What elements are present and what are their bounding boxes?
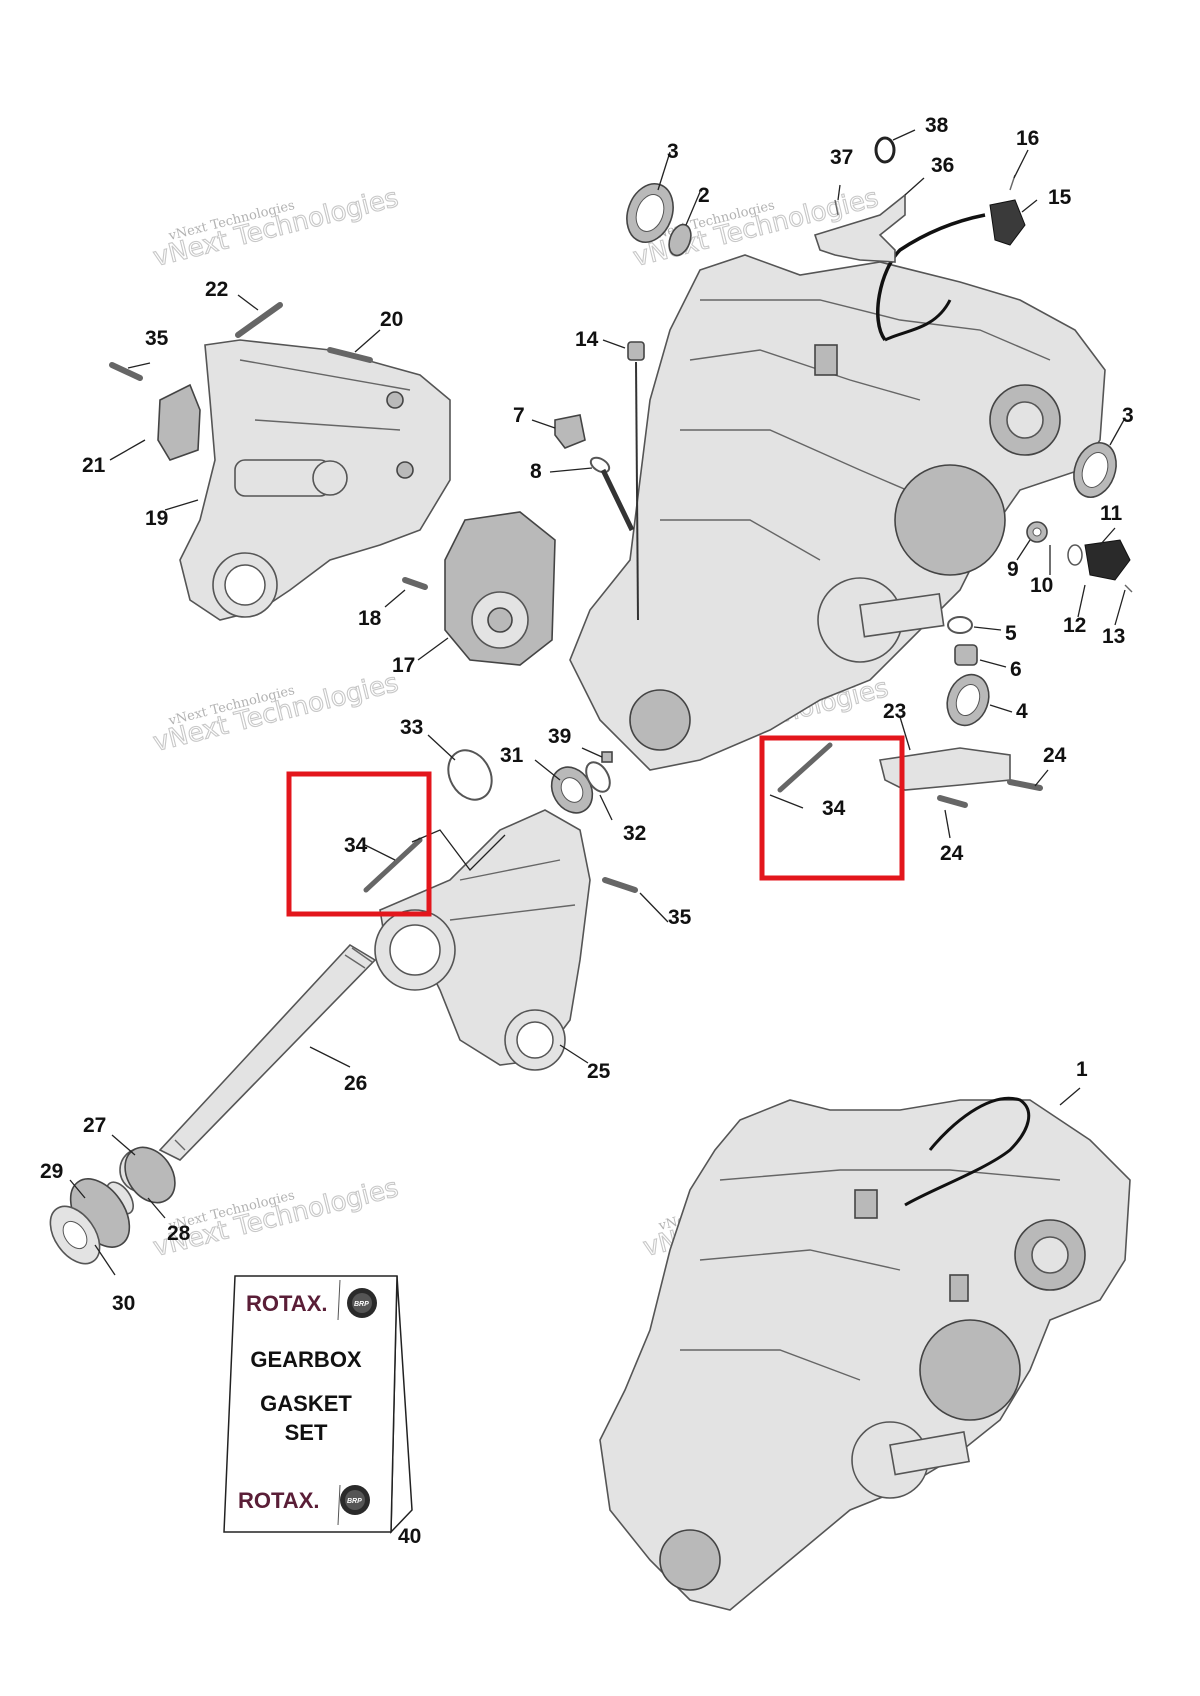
callout-7: 7 [513, 404, 525, 427]
highlight-box-left [286, 771, 432, 917]
callout-28: 28 [167, 1222, 191, 1245]
callout-2: 2 [698, 184, 710, 207]
callout-22: 22 [205, 278, 228, 301]
callout-35: 35 [668, 906, 692, 929]
callout-10: 10 [1030, 574, 1053, 597]
callout-34: 34 [344, 834, 368, 857]
callout-24: 24 [1043, 744, 1067, 767]
callout-9: 9 [1007, 558, 1019, 581]
callout-21: 21 [82, 454, 106, 477]
callout-33: 33 [400, 716, 423, 739]
callout-20: 20 [380, 308, 403, 331]
gearbox-assembly [599, 1096, 1131, 1611]
callout-27: 27 [83, 1114, 106, 1137]
callout-26: 26 [344, 1072, 367, 1095]
callout-15: 15 [1048, 186, 1072, 209]
callout-6: 6 [1010, 658, 1022, 681]
callout-23: 23 [883, 700, 906, 723]
callout-36: 36 [931, 154, 954, 177]
callout-numbers: 1 2 3 3 4 5 6 7 8 9 10 11 12 13 14 15 16… [40, 114, 1134, 1548]
callout-12: 12 [1063, 614, 1086, 637]
callout-35: 35 [145, 327, 169, 350]
callout-29: 29 [40, 1160, 63, 1183]
callout-30: 30 [112, 1292, 135, 1315]
callout-24: 24 [940, 842, 964, 865]
callout-37: 37 [830, 146, 853, 169]
callout-11: 11 [1100, 502, 1123, 525]
brp-badge-text: BRP [354, 1301, 369, 1308]
callout-39: 39 [548, 725, 571, 748]
callout-3: 3 [667, 140, 679, 163]
brp-badge-text: BRP [347, 1498, 362, 1505]
callout-34: 34 [822, 797, 846, 820]
callout-16: 16 [1016, 127, 1039, 150]
highlight-box-right [759, 735, 905, 881]
transfer-case [374, 809, 591, 1071]
callout-1: 1 [1076, 1058, 1088, 1081]
callout-25: 25 [587, 1060, 611, 1083]
callout-14: 14 [575, 328, 599, 351]
bearing-and-washers [49, 1146, 176, 1265]
callout-5: 5 [1005, 622, 1017, 645]
rotax-logo-top: ROTAX. [246, 1291, 327, 1316]
engine-mount-bracket [179, 339, 451, 621]
callout-18: 18 [358, 607, 382, 630]
gearbox-housing-exploded [569, 213, 1106, 771]
callout-4: 4 [1016, 700, 1028, 723]
gasket-kit-card: ROTAX. BRP GEARBOX GASKET SET ROTAX. BRP [223, 1275, 413, 1534]
leader-lines [69, 129, 1126, 1276]
callout-3: 3 [1122, 404, 1134, 427]
callout-8: 8 [530, 460, 542, 483]
callout-32: 32 [623, 822, 646, 845]
callout-19: 19 [145, 507, 168, 530]
shift-actuator [444, 511, 556, 666]
callout-40: 40 [398, 1525, 421, 1548]
small-parts [109, 136, 1133, 893]
callout-17: 17 [392, 654, 415, 677]
callout-31: 31 [500, 744, 524, 767]
callout-13: 13 [1102, 625, 1125, 648]
kit-title-line1: GEARBOX [250, 1347, 362, 1372]
rotax-logo-bottom: ROTAX. [238, 1488, 319, 1513]
kit-title-line2: GASKET [260, 1391, 352, 1416]
callout-38: 38 [925, 114, 949, 137]
kit-title-line3: SET [285, 1420, 328, 1445]
